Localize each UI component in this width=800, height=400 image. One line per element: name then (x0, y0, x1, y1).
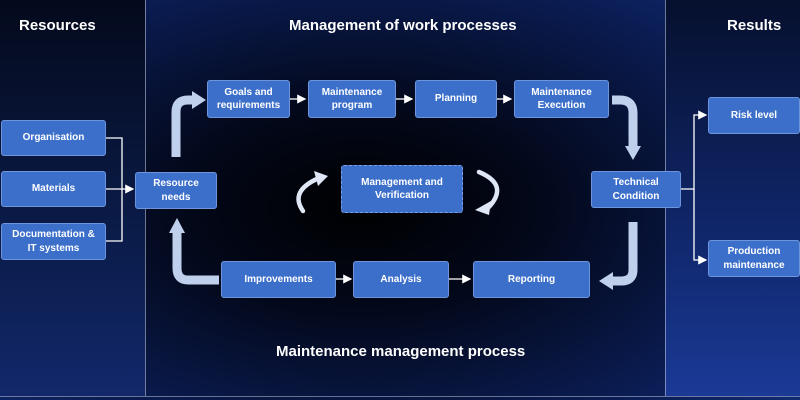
planning-box: Planning (415, 80, 497, 118)
process-heading: Maintenance management process (276, 343, 526, 360)
documentation-box: Documentation & IT systems (1, 223, 106, 260)
results-panel (665, 0, 800, 396)
materials-box: Materials (1, 171, 106, 207)
management-verification-box: Management and Verification (341, 165, 463, 213)
maintenance-execution-box: Maintenance Execution (514, 80, 609, 118)
goals-box: Goals and requirements (207, 80, 290, 118)
connector-to-risk (681, 110, 708, 190)
connector-to-production (693, 189, 708, 265)
connector-documentation (106, 189, 123, 242)
flow-arrowhead-technical (625, 146, 641, 160)
bottom-divider (0, 396, 800, 397)
cycle-arrow-right (476, 169, 500, 211)
maintenance-program-box: Maintenance program (308, 80, 396, 118)
flow-arrowhead-reporting (599, 272, 613, 290)
technical-condition-box: Technical Condition (591, 171, 681, 208)
production-maintenance-box: Production maintenance (708, 240, 800, 277)
results-heading: Results (727, 17, 782, 34)
flow-arrow-down-right (612, 95, 638, 147)
flow-arrow-up-top (171, 95, 193, 157)
cycle-arrowhead-right (475, 201, 491, 215)
reporting-box: Reporting (473, 261, 590, 298)
organisation-box: Organisation (1, 120, 106, 156)
improvements-box: Improvements (221, 261, 336, 298)
flow-arrow-down-reporting (612, 222, 638, 286)
flow-arrowhead-goals (192, 91, 206, 109)
management-heading: Management of work processes (289, 17, 517, 34)
resources-heading: Resources (19, 17, 96, 34)
flow-arrowhead-resource-needs (169, 218, 185, 233)
cycle-arrow-left (296, 175, 322, 214)
analysis-box: Analysis (353, 261, 449, 298)
risk-level-box: Risk level (708, 97, 800, 134)
resource-needs-box: Resource needs (135, 172, 217, 209)
cycle-arrowhead-left (314, 171, 328, 186)
connector-organisation (106, 137, 123, 189)
flow-arrow-up-bottom (172, 232, 219, 285)
